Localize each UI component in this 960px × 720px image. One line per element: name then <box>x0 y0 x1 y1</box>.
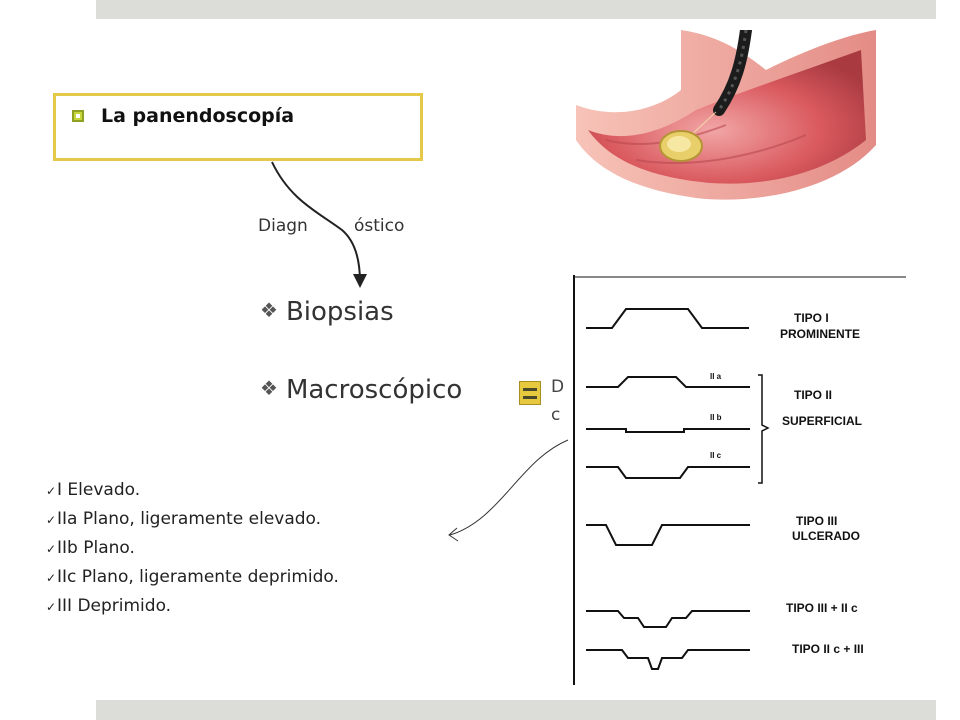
diamond-bullet-icon: ❖ <box>260 298 278 322</box>
profile-type-iib <box>586 428 750 433</box>
checkmark-icon: ✓ <box>46 571 57 585</box>
truncated-text-line1: D <box>551 377 565 397</box>
diagnostic-arrowhead <box>353 274 367 288</box>
item-macroscopico: ❖ Macroscópico <box>260 375 462 405</box>
item-label: Biopsias <box>285 297 394 327</box>
list-item: ✓III Deprimido. <box>46 592 339 621</box>
diamond-bullet-icon: ❖ <box>260 376 278 400</box>
type-ii-sub: SUPERFICIAL <box>782 414 862 428</box>
list-item: ✓IIa Plano, ligeramente elevado. <box>46 505 339 534</box>
type-i-sub: PROMINENTE <box>780 327 860 341</box>
subtype-iia-label: II a <box>710 372 722 381</box>
classification-arrowhead <box>448 527 459 542</box>
truncated-text-line2: c <box>551 405 561 425</box>
list-item: ✓IIb Plano. <box>46 534 339 563</box>
profile-type-iii-iic <box>586 610 750 628</box>
profile-type-iic <box>586 466 750 479</box>
profile-type-iii <box>586 524 750 546</box>
profile-type-iic-iii <box>586 649 750 670</box>
item-biopsias: ❖ Biopsias <box>260 297 394 327</box>
title-text: La panendoscopía <box>101 105 295 127</box>
stomach-endoscopy-illustration <box>576 30 876 200</box>
item-label: Macroscópico <box>285 375 463 405</box>
list-item: ✓I Elevado. <box>46 476 339 505</box>
profile-type-i <box>586 308 749 329</box>
title-box: La panendoscopía <box>53 93 423 161</box>
classification-list: ✓I Elevado. ✓IIa Plano, ligeramente elev… <box>46 476 339 621</box>
subtype-iib-label: II b <box>710 413 722 422</box>
checkmark-icon: ✓ <box>46 484 57 498</box>
classification-arrow <box>449 439 569 536</box>
checkmark-icon: ✓ <box>46 600 57 614</box>
subtype-iic-label: II c <box>710 451 722 460</box>
type-ii-brace <box>758 374 770 484</box>
macroscopic-classification-diagram: TIPO I PROMINENTE II a II b II c TIPO II… <box>573 275 906 685</box>
type-i-label: TIPO I <box>794 311 829 325</box>
list-item: ✓IIc Plano, ligeramente deprimido. <box>46 563 339 592</box>
square-bullet-icon <box>72 110 84 122</box>
profile-type-iia <box>586 376 750 388</box>
type-iii-sub: ULCERADO <box>792 529 860 543</box>
diagnostic-label-part1: Diagn <box>258 216 308 236</box>
equals-icon <box>519 381 541 405</box>
bottom-band <box>96 700 936 720</box>
type-iic-iii-label: TIPO II c + III <box>792 642 864 656</box>
checkmark-icon: ✓ <box>46 513 57 527</box>
diagnostic-arrow <box>271 161 361 283</box>
type-ii-label: TIPO II <box>794 388 832 402</box>
type-iii-iic-label: TIPO III + II c <box>786 601 858 615</box>
diagnostic-label-part2: óstico <box>354 216 405 236</box>
top-band <box>96 0 936 19</box>
type-iii-label: TIPO III <box>796 514 837 528</box>
checkmark-icon: ✓ <box>46 542 57 556</box>
